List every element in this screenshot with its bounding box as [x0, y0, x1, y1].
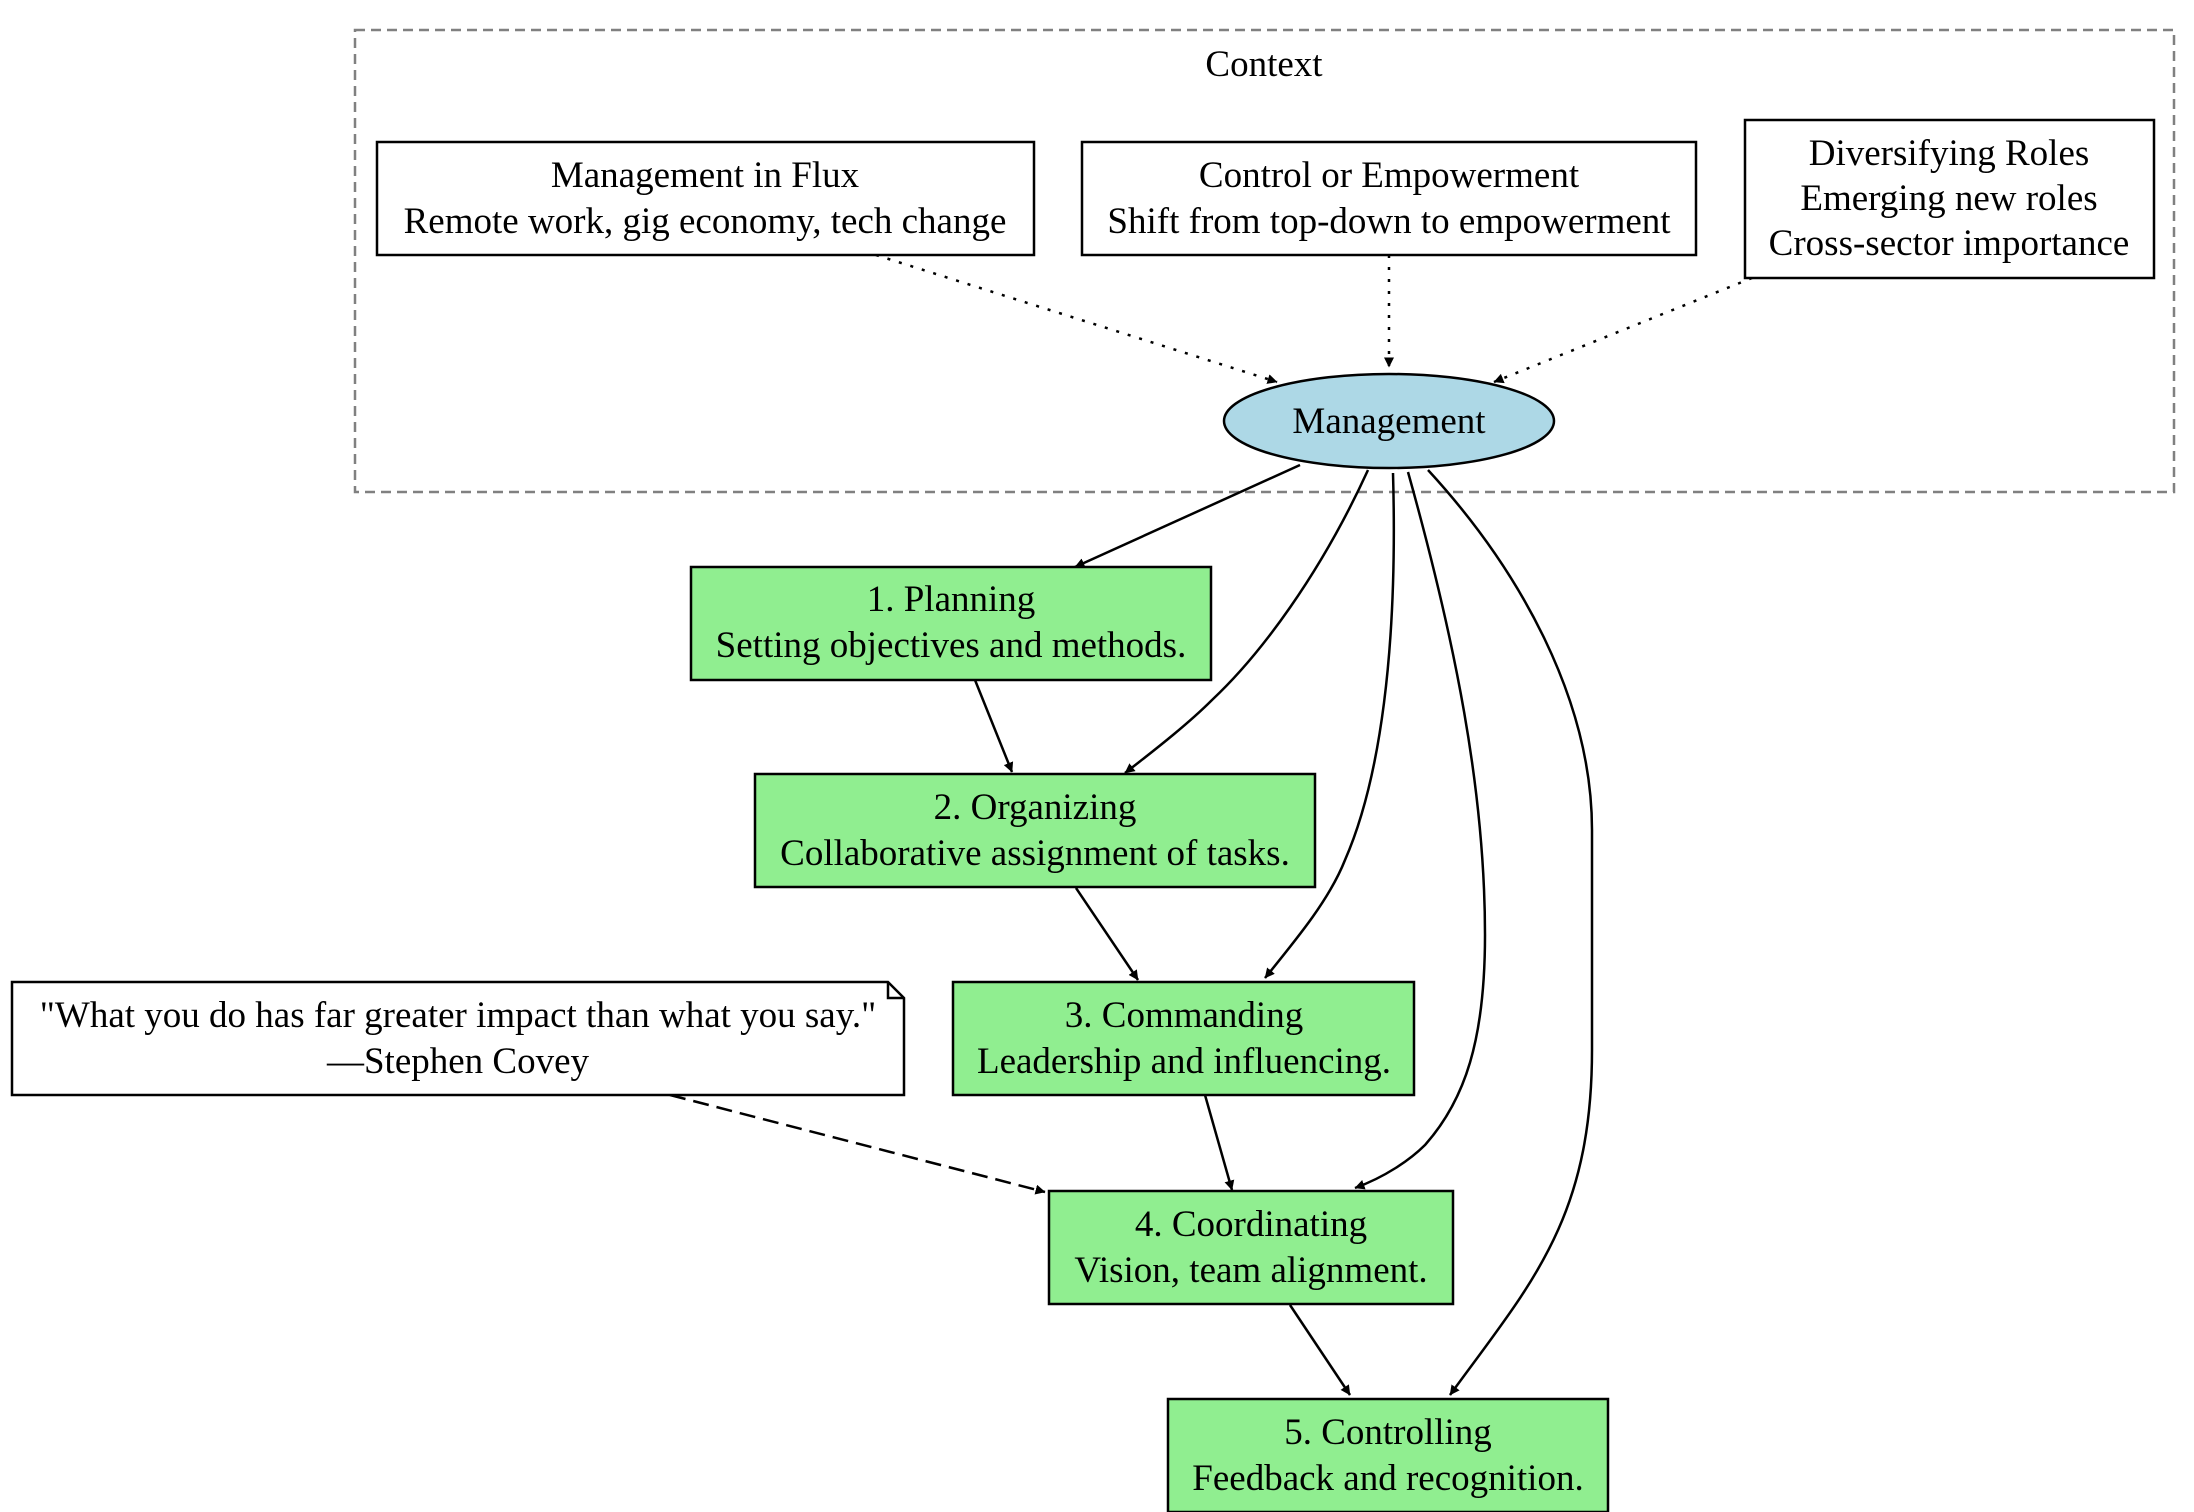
node-label-line: Control or Empowerment: [1199, 155, 1580, 196]
note-fold: [886, 982, 904, 1000]
quote-text: "What you do has far greater impact than…: [40, 995, 876, 1036]
edge-commanding-to-coordinating: [1203, 1094, 1235, 1191]
node-planning: 1. Planning Setting objectives and metho…: [689, 565, 1213, 682]
node-controlling: 5. Controlling Feedback and recognition.: [1166, 1397, 1610, 1512]
node-label-line: 1. Planning: [867, 579, 1036, 620]
edges: [669, 253, 1753, 1396]
node-label-line: Emerging new roles: [1800, 178, 2097, 219]
edge-flux-to-management: [875, 253, 1278, 384]
edge-management-to-commanding: [1264, 472, 1396, 979]
node-diversifying-roles: Diversifying Roles Emerging new roles Cr…: [1743, 118, 2156, 280]
edge-planning-to-organizing: [973, 679, 1014, 773]
node-label-line: Vision, team alignment.: [1074, 1250, 1427, 1291]
node-management-in-flux: Management in Flux Remote work, gig econ…: [375, 140, 1036, 257]
node-label-line: 3. Commanding: [1065, 995, 1303, 1036]
edge-management-to-controlling: [1427, 469, 1594, 1396]
node-label-line: Leadership and influencing.: [977, 1041, 1391, 1082]
node-coordinating: 4. Coordinating Vision, team alignment.: [1047, 1189, 1455, 1306]
edge-management-to-planning: [1074, 463, 1301, 569]
context-cluster-border: [353, 28, 2176, 494]
node-commanding: 3. Commanding Leadership and influencing…: [951, 980, 1416, 1097]
node-organizing: 2. Organizing Collaborative assignment o…: [753, 772, 1317, 889]
node-label-line: Collaborative assignment of tasks.: [780, 833, 1290, 874]
node-label-line: Cross-sector importance: [1769, 223, 2130, 264]
context-cluster: Context: [353, 28, 2176, 494]
quote-note: "What you do has far greater impact than…: [10, 980, 906, 1097]
node-label-line: 5. Controlling: [1284, 1412, 1492, 1453]
quote-author: —Stephen Covey: [326, 1041, 590, 1082]
node-label-line: 4. Coordinating: [1135, 1204, 1367, 1245]
node-label-line: Remote work, gig economy, tech change: [404, 201, 1007, 242]
node-label-line: Setting objectives and methods.: [716, 625, 1187, 666]
edge-quote-to-coordinating: [669, 1093, 1046, 1195]
note-shape: [10, 980, 906, 1097]
edge-roles-to-management: [1493, 276, 1753, 384]
edge-management-to-coordinating: [1354, 471, 1487, 1190]
node-label-line: 2. Organizing: [934, 787, 1137, 828]
edge-organizing-to-commanding: [1074, 887, 1140, 981]
node-label-line: Management in Flux: [551, 155, 860, 196]
edge-coordinating-to-controlling: [1288, 1304, 1352, 1396]
edge-management-to-organizing: [1124, 469, 1370, 774]
node-label-line: Shift from top-down to empowerment: [1107, 201, 1671, 242]
context-cluster-label: Context: [1205, 44, 1323, 85]
node-control-or-empowerment: Control or Empowerment Shift from top-do…: [1080, 140, 1698, 257]
node-label-line: Diversifying Roles: [1809, 133, 2090, 174]
node-label-line: Feedback and recognition.: [1192, 1458, 1583, 1499]
node-management: Management: [1222, 372, 1556, 470]
node-label-line: Management: [1292, 401, 1486, 442]
